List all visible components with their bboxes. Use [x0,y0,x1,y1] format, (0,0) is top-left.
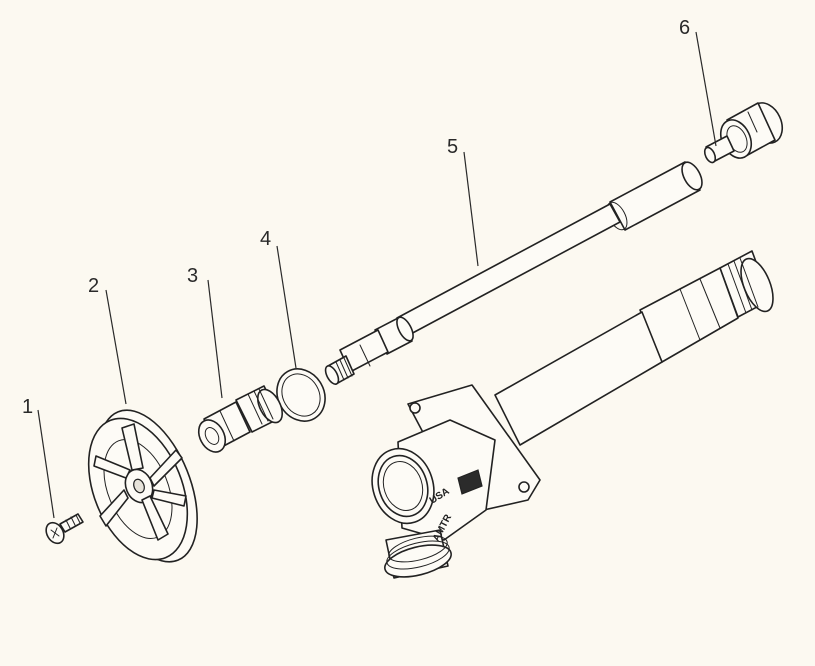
leader-3 [207,279,223,399]
sillcock-body: USA AMTR [371,250,774,579]
callout-6: 6 [679,17,690,39]
callout-labels: 1 2 3 4 5 6 [22,17,690,418]
leader-6 [695,31,717,147]
part-5-stem [324,161,703,385]
leader-2 [105,289,127,405]
leader-4 [276,245,297,369]
part-1-screw [45,513,84,545]
callout-4: 4 [260,228,271,250]
leader-5 [463,151,479,267]
part-2-handle [87,409,198,563]
callout-5: 5 [447,136,458,158]
part-6-vacuum-breaker [703,102,784,164]
leader-1 [37,409,55,519]
callout-1: 1 [22,396,33,418]
callout-2: 2 [88,275,99,297]
callout-3: 3 [187,265,198,287]
callout-leaders [37,31,717,519]
part-3-packing-nut [197,385,284,453]
